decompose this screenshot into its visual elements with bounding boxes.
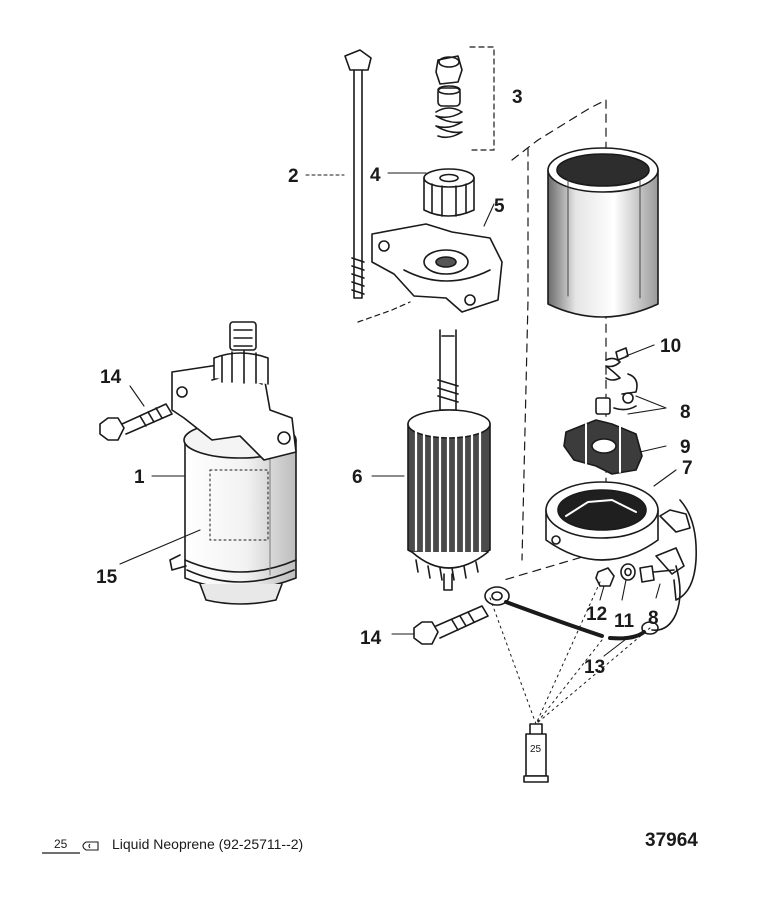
- callout-6: 6: [352, 467, 363, 488]
- ground-cable: [484, 586, 646, 641]
- drive-end-bracket: [357, 223, 503, 323]
- callout-2: 2: [288, 166, 299, 187]
- assembly-guide-line-2: [521, 147, 529, 561]
- field-frame-housing: [547, 147, 659, 318]
- callout-9: 9: [680, 437, 691, 458]
- nut-spacer-spring-set: [435, 46, 495, 151]
- brush-spring: [605, 347, 638, 395]
- callout-4: 4: [370, 165, 381, 186]
- end-cap: [545, 481, 697, 601]
- callout-14-upper: 14: [100, 367, 122, 388]
- starter-motor-assembly: [169, 321, 297, 605]
- armature: [407, 329, 491, 591]
- brush-plate: [563, 419, 643, 475]
- callout-14-lower: 14: [360, 628, 382, 649]
- hex-nut: [595, 567, 615, 587]
- diagram-reference-number: 37964: [645, 830, 698, 851]
- drive-gear: [423, 168, 475, 217]
- callout-13: 13: [584, 657, 605, 678]
- brush-set-upper: [595, 392, 637, 415]
- callout-10: 10: [660, 336, 681, 357]
- sealant-tube: [489, 581, 651, 783]
- callout-8-upper: 8: [680, 402, 691, 423]
- callout-1: 1: [134, 467, 145, 488]
- callout-8-lower: 8: [648, 608, 659, 629]
- brush-set-lower: [641, 547, 685, 635]
- callout-7: 7: [682, 458, 693, 479]
- lockwasher: [620, 563, 636, 581]
- legend-text: Liquid Neoprene (92-25711--2): [112, 836, 304, 852]
- sealant-tube-number: 25: [530, 744, 542, 755]
- terminal-screw: [639, 565, 675, 583]
- callout-11: 11: [614, 611, 635, 632]
- legend-tube-number: 25: [54, 837, 68, 851]
- legend-tube-icon: 25: [40, 836, 106, 856]
- callout-5: 5: [494, 196, 505, 217]
- leader-lines: [119, 172, 677, 657]
- callout-15: 15: [96, 567, 118, 588]
- through-bolt: [344, 49, 372, 299]
- callout-12: 12: [586, 604, 607, 625]
- callout-3: 3: [512, 87, 523, 108]
- mounting-bolt-upper: [99, 403, 173, 441]
- mounting-bolt-lower: [413, 605, 489, 645]
